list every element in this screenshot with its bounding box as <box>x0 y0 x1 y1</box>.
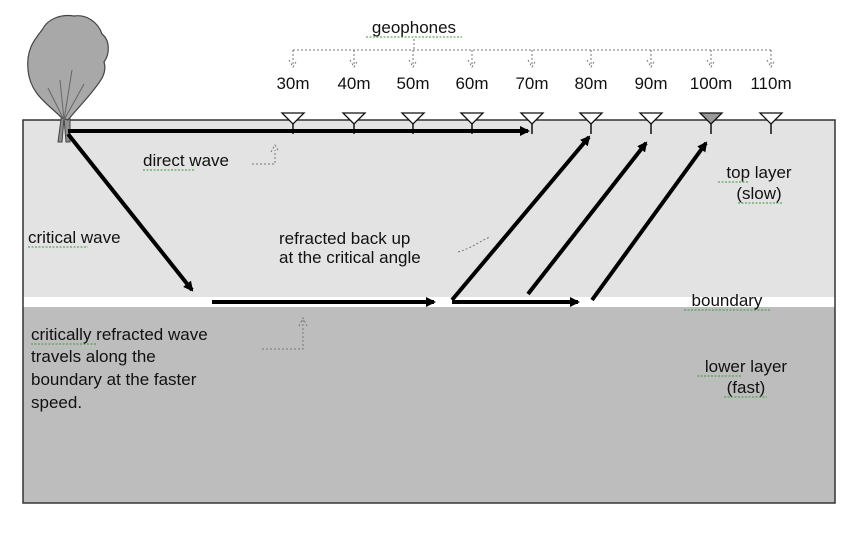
geophone-label-80m: 80m <box>574 74 607 93</box>
upgoing-ray-100m <box>590 141 708 302</box>
refracted-label-line2: at the critical angle <box>279 248 421 267</box>
geophone-marker-icon <box>578 112 604 134</box>
geophones-title: geophones <box>372 18 456 37</box>
geophone-label-90m: 90m <box>634 74 667 93</box>
top-layer-speed-label: (slow) <box>736 184 781 203</box>
critically-refracted-line3: boundary at the faster <box>31 370 197 389</box>
bracket-tick <box>467 50 477 69</box>
bracket-tick <box>586 50 596 69</box>
top-layer <box>23 120 835 298</box>
critically-refracted-line1: critically refracted wave <box>31 325 208 344</box>
geophone-marker-icon <box>638 112 664 134</box>
geophone-marker-icon <box>698 112 724 134</box>
upgoing-ray-90m <box>526 141 648 296</box>
direct-wave-label: direct wave <box>143 151 229 170</box>
lower-layer <box>23 307 835 503</box>
bracket-tick <box>527 50 537 69</box>
bracket-tick <box>766 50 776 69</box>
diagram-frame <box>22 119 836 504</box>
geophone-marker-icon <box>519 112 545 134</box>
bracket-tick <box>646 50 656 69</box>
refracted-label-line1: refracted back up <box>279 229 410 248</box>
geophone-label-40m: 40m <box>337 74 370 93</box>
wave-arrows <box>66 126 708 307</box>
geophone-label-70m: 70m <box>515 74 548 93</box>
top-layer-label: top layer <box>726 163 792 182</box>
bracket-tick <box>706 50 716 69</box>
bracket-tick <box>288 50 298 69</box>
bracket-tick <box>349 50 359 69</box>
critical-wave-label: critical wave <box>28 228 121 247</box>
lower-layer-speed-label: (fast) <box>727 378 766 397</box>
critically-refracted-line2: travels along the <box>31 347 156 366</box>
geophone-label-110m: 110m <box>750 74 791 93</box>
lower-layer-label: lower layer <box>705 357 788 376</box>
geophone-label-50m: 50m <box>396 74 429 93</box>
geophone-label-100m: 100m <box>690 74 733 93</box>
geophone-bracket <box>293 39 773 51</box>
boundary-label: boundary <box>692 291 763 310</box>
callout-guides <box>252 143 491 350</box>
tree-icon <box>27 14 109 143</box>
geophone-label-60m: 60m <box>455 74 488 93</box>
upgoing-ray-80m <box>450 135 591 302</box>
bracket-tick <box>408 50 418 69</box>
geophone-label-30m: 30m <box>276 74 309 93</box>
critical-wave-arrow <box>66 132 194 292</box>
geophone-marker-icon <box>758 112 784 134</box>
critically-refracted-line4: speed. <box>31 393 82 412</box>
